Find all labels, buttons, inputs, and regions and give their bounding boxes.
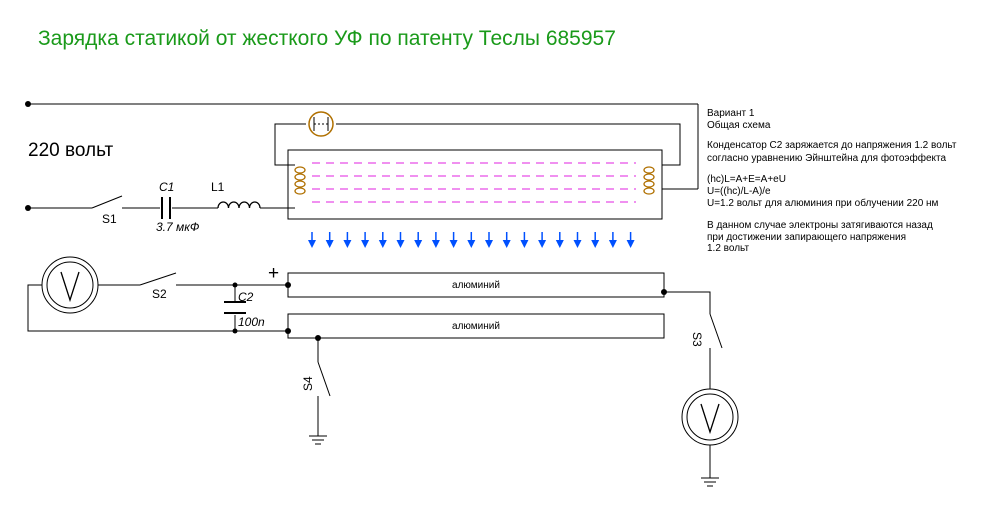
- s1-label: S1: [102, 212, 117, 226]
- s3-label: S3: [690, 332, 704, 347]
- note-line: Общая схема: [707, 119, 771, 131]
- capacitor-c2-icon: [224, 301, 246, 314]
- ground-left-icon: [309, 435, 327, 445]
- uv-arrow-icon: [467, 232, 476, 248]
- uv-arrow-icon: [361, 232, 370, 248]
- note-line: (hc)L=A+E=A+eU: [707, 174, 786, 185]
- note-line: В данном случае электроны затягиваются н…: [707, 220, 933, 231]
- note-line: 1.2 вольт: [707, 243, 749, 254]
- plate-top-label: алюминий: [452, 280, 500, 291]
- lamp-coil-left-icon: [294, 166, 306, 195]
- uv-arrow-icon: [626, 232, 635, 248]
- left-circuit-wires: [27, 272, 288, 332]
- uv-arrow-icon: [555, 232, 564, 248]
- uv-arrow-icon: [431, 232, 440, 248]
- note-line: согласно уравнению Эйнштейна для фотоэфф…: [707, 152, 946, 164]
- s4-branch: [317, 338, 331, 436]
- note-line: Конденсатор С2 заряжается до напряжения …: [707, 140, 957, 151]
- capacitor-c1-icon: [161, 197, 171, 219]
- note-line: U=((hc)/L-A)/e: [707, 186, 771, 197]
- inductor-l1-icon: [217, 201, 261, 209]
- uv-arrow-icon: [573, 232, 582, 248]
- uv-arrow-icon: [378, 232, 387, 248]
- note-line: Вариант 1: [707, 108, 755, 119]
- mains-bottom-wire: [25, 195, 295, 211]
- uv-arrow-icon: [485, 232, 493, 248]
- uv-arrow-icon: [591, 232, 600, 248]
- uv-arrow-icon: [608, 232, 617, 248]
- uv-arrow-icon: [325, 232, 334, 248]
- uv-arrow-icon: [396, 232, 405, 248]
- s2-label: S2: [152, 287, 167, 301]
- c2-value: 100n: [238, 315, 265, 329]
- ground-right-icon: [701, 477, 719, 487]
- lamp-coil-right-icon: [643, 166, 655, 195]
- voltage-label: 220 вольт: [28, 140, 114, 161]
- c2-label: C2: [238, 290, 254, 304]
- lamp-bypass-wire: [274, 123, 681, 166]
- uv-arrow-icon: [343, 232, 352, 248]
- uv-arrow-icon: [449, 232, 458, 248]
- s3-branch: [664, 291, 723, 478]
- uv-arrow-icon: [520, 232, 529, 248]
- uv-arrow-icon: [308, 232, 316, 248]
- voltmeter-left-icon: [41, 256, 99, 314]
- starter-lamp-icon: [308, 111, 334, 137]
- c1-label: C1: [159, 180, 174, 194]
- mains-top-wire: [25, 101, 699, 190]
- plate-top: [285, 272, 667, 298]
- s4-label: S4: [301, 376, 315, 391]
- uv-arrow-icon: [414, 232, 423, 248]
- notes-block: Вариант 1 Общая схема Конденсатор С2 зар…: [707, 108, 957, 254]
- uv-arrow-icon: [502, 232, 511, 248]
- plus-sign: +: [268, 263, 279, 284]
- note-line: U=1.2 вольт для алюминия при облучении 2…: [707, 197, 939, 209]
- uv-lamp-tube: [287, 149, 663, 220]
- plate-bottom: [285, 313, 665, 341]
- plate-bottom-label: алюминий: [452, 321, 500, 332]
- uv-arrow-icon: [538, 232, 547, 248]
- voltmeter-right-icon: [681, 388, 739, 446]
- uv-arrows: [308, 232, 635, 248]
- l1-label: L1: [211, 180, 225, 194]
- note-line: при достижении запирающего напряжения: [707, 232, 906, 243]
- diagram-title: Зарядка статикой от жесткого УФ по патен…: [38, 27, 616, 50]
- c1-value: 3.7 мкФ: [156, 220, 200, 234]
